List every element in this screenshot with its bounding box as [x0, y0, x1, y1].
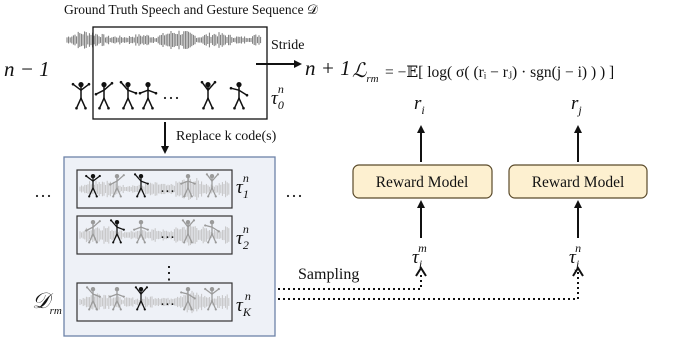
reward-output-i: ri — [414, 93, 425, 117]
reward-output-j: rj — [571, 93, 582, 117]
row-frame — [76, 282, 233, 322]
top-waveform — [66, 30, 262, 50]
gesture-figure — [181, 219, 196, 244]
next-chunk-label: n + 1 — [305, 56, 351, 80]
gesture-figure — [109, 219, 125, 244]
sequence-row: ··· — [76, 169, 233, 209]
reward-model-box-2 — [508, 164, 648, 199]
gesture-figure — [109, 287, 125, 311]
gesture-figure — [133, 173, 149, 198]
tau-j-n-label: τjn — [569, 241, 581, 271]
dataset-rm-label: 𝒟rm — [32, 288, 62, 317]
tau-k-label: τKn — [236, 289, 252, 319]
gesture-figure — [71, 82, 91, 110]
tau-1-label: τ1n — [236, 171, 249, 201]
tau-2-label: τ2n — [236, 222, 249, 252]
panel-vertical-dots: ⋮ — [160, 263, 178, 283]
replace-label: Replace k code(s) — [176, 129, 277, 144]
gesture-figure — [94, 81, 114, 110]
gesture-figure — [204, 220, 220, 244]
gesture-figure — [204, 287, 220, 311]
gesture-figure — [180, 174, 196, 198]
speech-waveform — [66, 30, 262, 50]
gesture-figure — [85, 174, 101, 198]
tau-0-label: τ0n — [271, 82, 284, 112]
row-dots: ··· — [160, 230, 175, 246]
reward-model-box-1 — [352, 164, 493, 199]
gesture-figure — [134, 286, 149, 311]
gesture-figure — [85, 286, 101, 311]
gesture-figure — [180, 287, 196, 311]
gesture-figure — [138, 82, 158, 110]
tau-i-m-label: τim — [412, 241, 427, 271]
panel-right-dots: ··· — [285, 186, 303, 206]
sequence-rows: ··· ··· ··· — [76, 169, 233, 322]
top-sequence-dots: ··· — [162, 88, 180, 108]
reward-model-label-2: Reward Model — [532, 174, 625, 191]
stride-window — [92, 26, 268, 120]
panel-left-dots: ··· — [34, 186, 52, 206]
sampling-arrowhead-1 — [415, 266, 427, 277]
diagram-title: Ground Truth Speech and Gesture Sequence… — [64, 2, 319, 17]
loss-lhs: ℒrm — [352, 60, 379, 85]
sequence-row: ··· — [76, 215, 233, 255]
sequence-row: ··· — [76, 282, 233, 322]
sampling-path-2 — [278, 272, 579, 300]
gesture-figure — [205, 173, 220, 198]
reward-model-label-1: Reward Model — [376, 174, 469, 191]
gesture-figure — [200, 80, 217, 110]
stride-label: Stride — [271, 38, 304, 53]
gesture-figure — [85, 220, 101, 244]
top-gesture-figures — [71, 80, 249, 110]
gesture-figure — [229, 82, 249, 110]
gesture-figure — [109, 174, 125, 198]
sampling-arrowhead-2 — [572, 266, 584, 277]
row-dots: ··· — [160, 184, 175, 200]
prev-chunk-label: n − 1 — [4, 57, 50, 81]
row-frame — [76, 169, 233, 209]
gesture-figure — [133, 220, 149, 244]
row-dots: ··· — [160, 297, 175, 313]
gesture-figure — [119, 80, 138, 110]
sampling-label: Sampling — [298, 266, 359, 283]
loss-formula: = −𝔼[ log( σ( (rᵢ − rⱼ) · sgn(j − i) ) )… — [385, 64, 614, 81]
row-waveform — [79, 224, 230, 246]
row-frame — [76, 215, 233, 255]
